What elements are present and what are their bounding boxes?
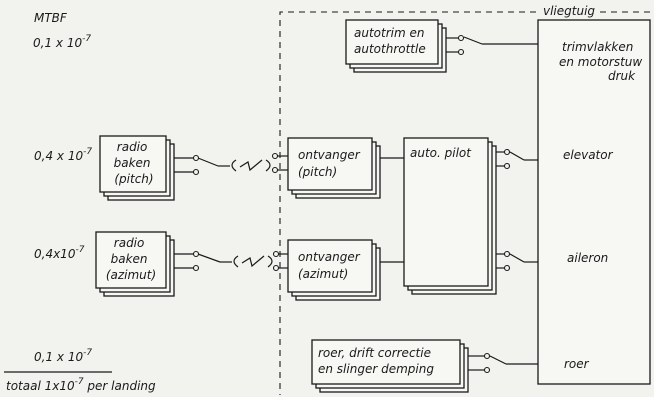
pitch-radio-link xyxy=(174,152,288,176)
radio-baken-pitch xyxy=(99,135,167,193)
rx-pitch-label: ontvanger (pitch) xyxy=(298,148,363,179)
autotrim-block xyxy=(345,19,439,65)
roer-drift-label: roer, drift correctie en slinger demping xyxy=(318,346,435,376)
roer-label: roer xyxy=(564,357,590,371)
flight-controls-block xyxy=(537,19,651,385)
autotrim-label: autotrim en autothrottle xyxy=(354,26,428,56)
roer-drift-block xyxy=(311,339,461,385)
radio-baken-azimut xyxy=(95,231,167,289)
mtbf-pitch: 0,4 x 10-7 xyxy=(34,147,92,163)
mtbf-header: MTBF xyxy=(34,11,68,25)
radio-pitch-label: radio baken (pitch) xyxy=(114,140,155,186)
ontvanger-pitch xyxy=(287,137,373,191)
aileron-label: aileron xyxy=(567,251,608,265)
aircraft-label: vliegtuig xyxy=(543,4,595,18)
trim-label: trimvlakken en motorstuw druk xyxy=(559,40,646,83)
autopilot-label: auto. pilot xyxy=(410,146,472,160)
switch-elevator xyxy=(496,148,538,170)
radio-azimut-label: radio baken (azimut) xyxy=(106,236,156,282)
switch-autotrim xyxy=(446,34,538,56)
ontvanger-azimut xyxy=(287,239,373,293)
autopilot-block xyxy=(403,137,489,287)
switch-roer xyxy=(468,352,538,374)
switch-aileron xyxy=(496,250,538,272)
azimut-radio-link xyxy=(174,250,288,272)
mtbf-total: totaal 1x10-7 per landing xyxy=(6,377,156,393)
aircraft-boundary xyxy=(279,11,650,395)
mtbf-azimut: 0,4x10-7 xyxy=(34,245,85,261)
elevator-label: elevator xyxy=(563,148,614,162)
mtbf-top: 0,1 x 10-7 xyxy=(33,34,91,50)
mtbf-roer: 0,1 x 10-7 xyxy=(34,348,92,364)
rx-azimut-label: ontvanger (azimut) xyxy=(298,250,363,281)
